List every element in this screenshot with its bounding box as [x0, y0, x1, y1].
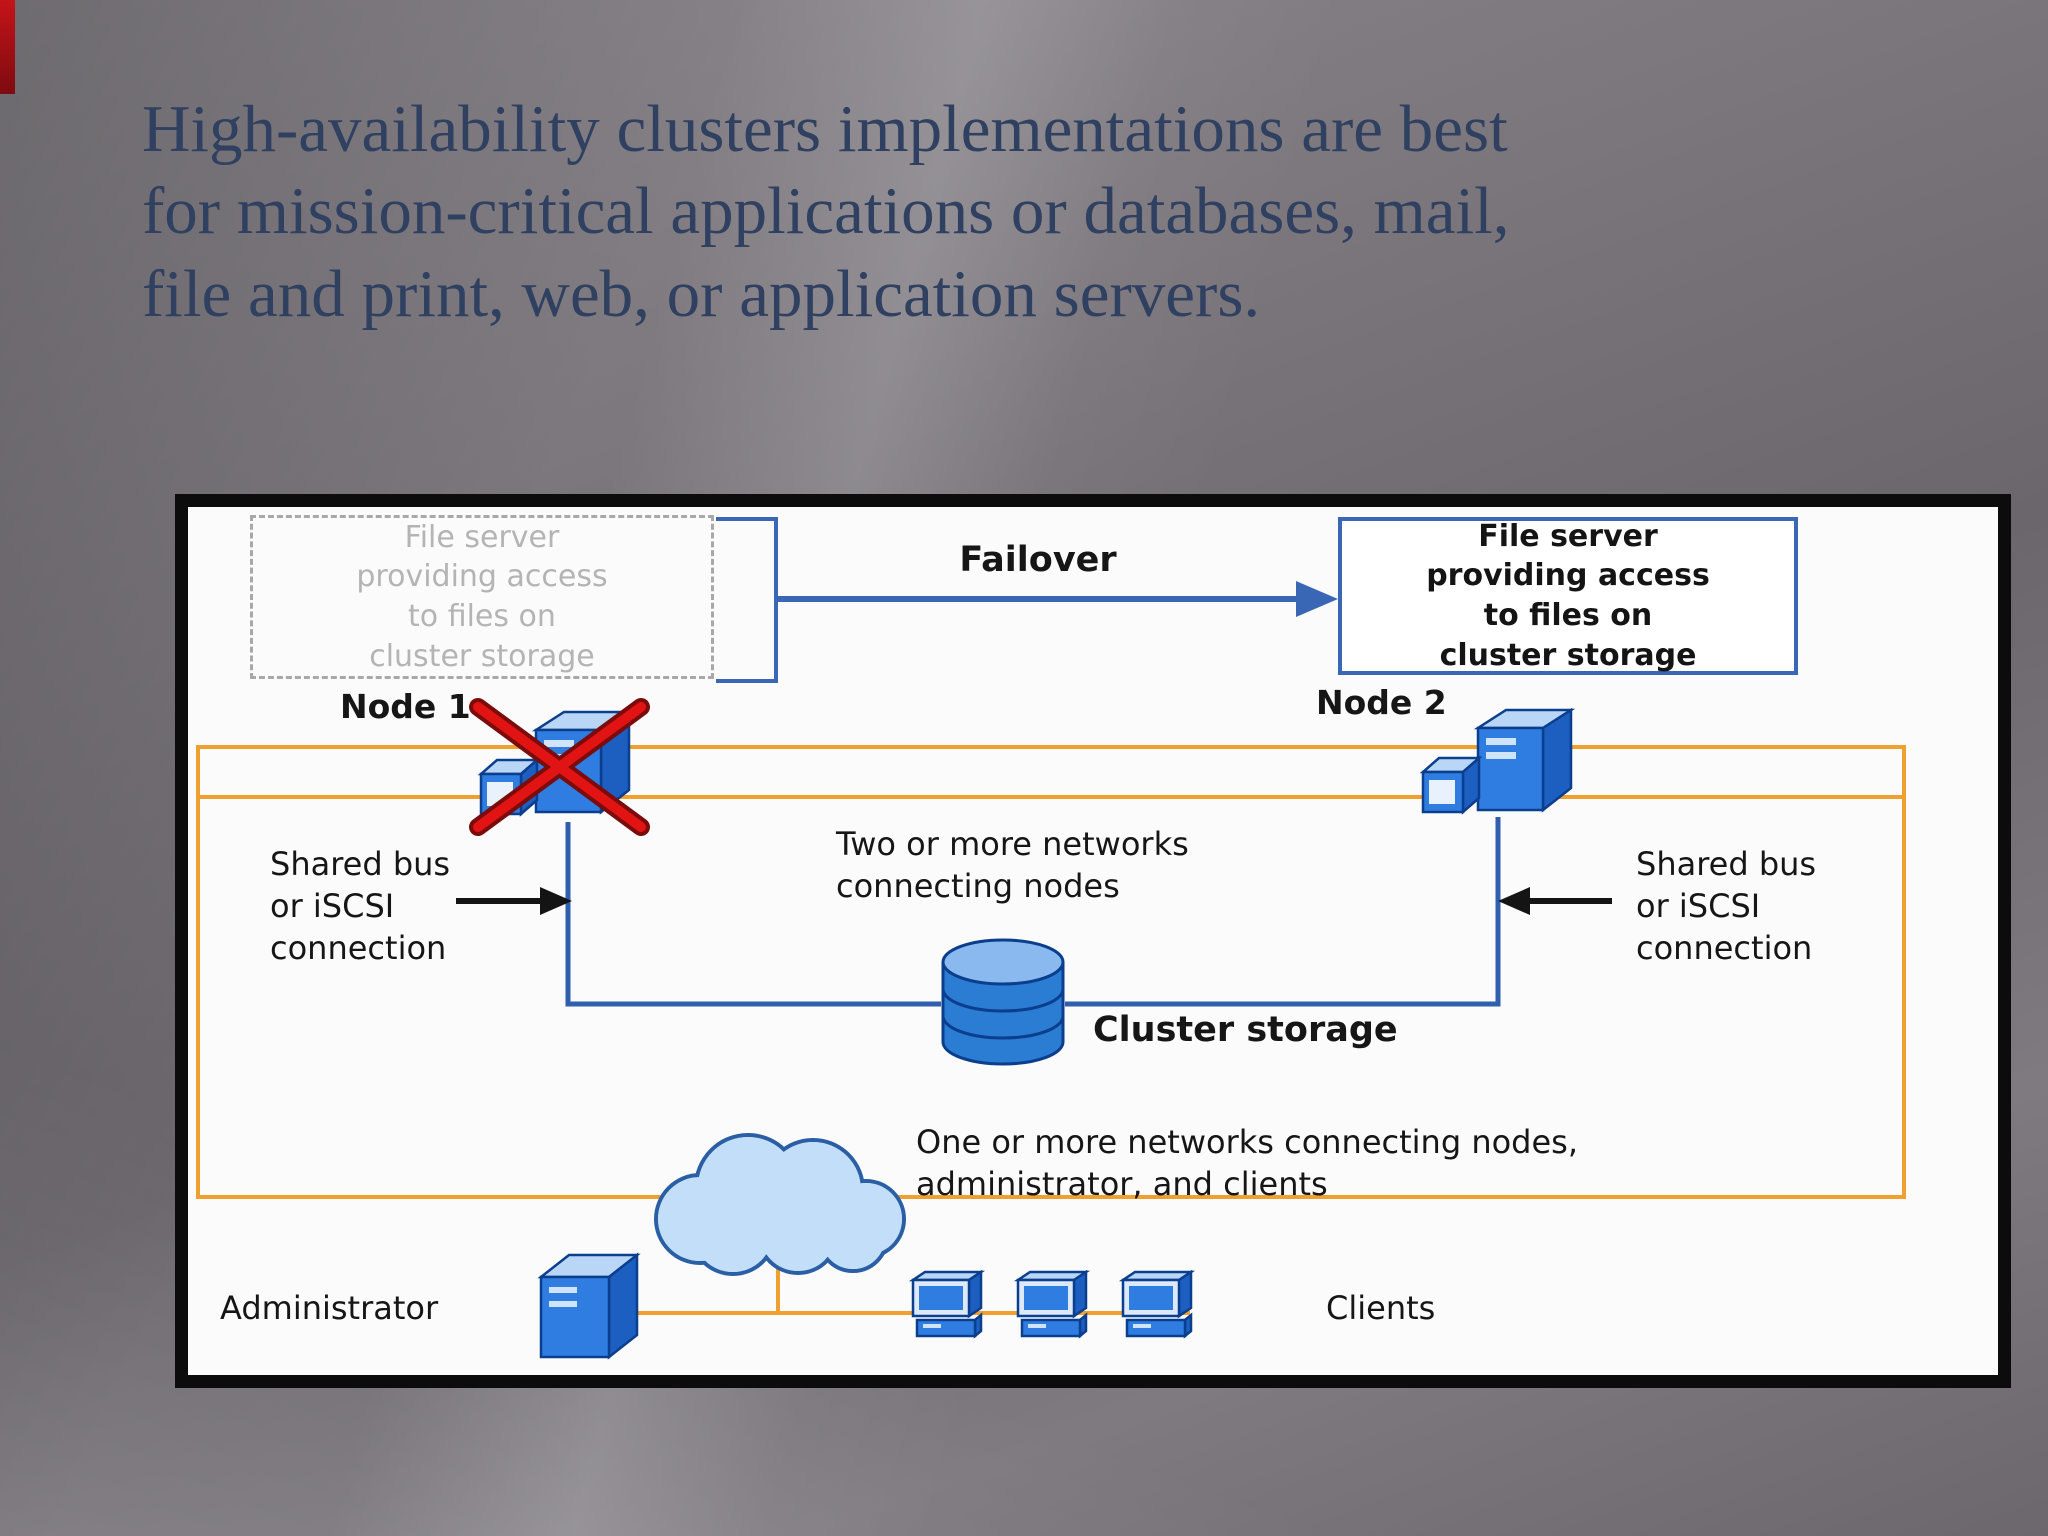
admin-server-icon: [537, 1252, 641, 1360]
active-file-server-box: File server providing access to files on…: [1338, 517, 1798, 675]
shared-bus-left-label: Shared bus or iSCSI connection: [270, 845, 451, 968]
arrowhead-icon: [1296, 581, 1338, 617]
right-arrowhead-icon: [1498, 887, 1530, 915]
node1-storage-line: [565, 822, 941, 1007]
administrator-label: Administrator: [220, 1289, 439, 1327]
client-computer-icon: [908, 1269, 986, 1339]
two-networks-label: Two or more networks connecting nodes: [836, 825, 1189, 906]
title-line-1: High-availability clusters implementatio…: [142, 92, 1508, 166]
server-icon-node2: [1419, 707, 1576, 815]
slide-title: High-availability clusters implementatio…: [142, 88, 2002, 335]
left-arrowhead-icon: [540, 887, 572, 915]
storage-connection-lines: [565, 817, 1501, 1007]
diagram-artwork: [196, 517, 1906, 1360]
network-loop-line: [196, 745, 1906, 1199]
ghost-file-server-box: File server providing access to files on…: [250, 515, 714, 679]
failed-node-x-icon: [469, 698, 650, 836]
cluster-storage-label: Cluster storage: [1093, 1010, 1398, 1050]
storage-cylinder-icon: [941, 938, 1065, 1066]
title-line-3: file and print, web, or application serv…: [142, 256, 1261, 331]
client-computer-icon: [1118, 1269, 1196, 1339]
bottom-network-label: One or more networks connecting nodes, a…: [916, 1123, 1579, 1204]
title-line-2: for mission-critical applications or dat…: [142, 174, 1510, 249]
diagram-frame: File server providing access to files on…: [175, 494, 2011, 1388]
shared-bus-right-label: Shared bus or iSCSI connection: [1636, 845, 1817, 968]
diagram-canvas: File server providing access to files on…: [188, 507, 1998, 1375]
node2-storage-line: [1065, 817, 1501, 1007]
client-computer-icon: [1013, 1269, 1091, 1339]
slide-accent-bar: [0, 0, 15, 94]
cloud-icon: [654, 1133, 906, 1276]
clients-label: Clients: [1326, 1289, 1436, 1327]
shared-bus-arrows: [456, 887, 1612, 915]
node1-label: Node 1: [340, 687, 471, 726]
failover-arrow: [716, 517, 1338, 683]
client-computers: [908, 1269, 1196, 1339]
node2-label: Node 2: [1316, 683, 1447, 722]
failover-label: Failover: [959, 540, 1117, 580]
